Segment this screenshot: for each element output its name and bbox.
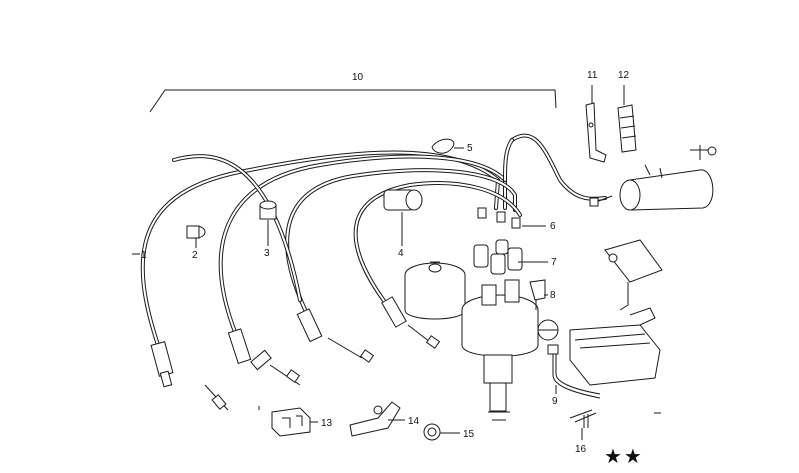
plug-connector-1 xyxy=(150,341,229,411)
callout-8: 8 xyxy=(550,290,556,301)
callout-6: 6 xyxy=(550,221,556,232)
rubber-boot-part-7 xyxy=(473,239,523,275)
sleeve-part-2 xyxy=(186,225,206,239)
callout-9: 9 xyxy=(552,396,558,407)
callout-3: 3 xyxy=(264,248,270,259)
callout-11: 11 xyxy=(587,70,598,81)
angled-connector-part-8 xyxy=(529,279,546,310)
ignition-cable-4 xyxy=(353,181,522,317)
callout-12: 12 xyxy=(618,70,630,81)
distributor-cap xyxy=(404,261,466,320)
cable-clip-part-5 xyxy=(431,138,455,154)
ignition-cable-2 xyxy=(218,154,507,334)
voltage-regulator xyxy=(569,324,661,386)
terminal-strip-part-12 xyxy=(617,104,637,153)
callout-5: 5 xyxy=(467,143,473,154)
holder-part-13 xyxy=(271,407,311,437)
callout-4: 4 xyxy=(398,248,404,259)
plug-connector-4 xyxy=(381,296,441,349)
sleeve-part-3 xyxy=(259,200,277,220)
callout-13: 13 xyxy=(321,418,333,429)
distributor xyxy=(461,279,559,421)
condenser-bracket xyxy=(604,239,663,326)
ignition-coil xyxy=(589,145,717,211)
callout-1: 1 xyxy=(141,250,147,261)
callout-16: 16 xyxy=(575,444,587,455)
callout-10: 10 xyxy=(352,72,364,83)
bracket-part-14 xyxy=(349,401,401,437)
footer-star-mark: ★★ xyxy=(604,444,644,468)
vacuum-line-part-9 xyxy=(547,344,601,399)
t-connector-part-16 xyxy=(569,409,597,428)
callout-2: 2 xyxy=(192,250,198,261)
bracket-part-11 xyxy=(585,102,607,163)
ignition-cable-5 xyxy=(172,154,302,302)
plug-connector-3 xyxy=(296,308,375,363)
grommet-part-15 xyxy=(423,423,441,441)
plug-connector-2 xyxy=(227,328,301,386)
callout-15: 15 xyxy=(463,429,475,440)
cable-set-bracket xyxy=(149,89,557,113)
callout-7: 7 xyxy=(551,257,557,268)
callout-14: 14 xyxy=(408,416,420,427)
leader-lines xyxy=(132,85,625,440)
connector-part-6 xyxy=(477,207,521,229)
sleeve-part-4 xyxy=(383,189,423,211)
